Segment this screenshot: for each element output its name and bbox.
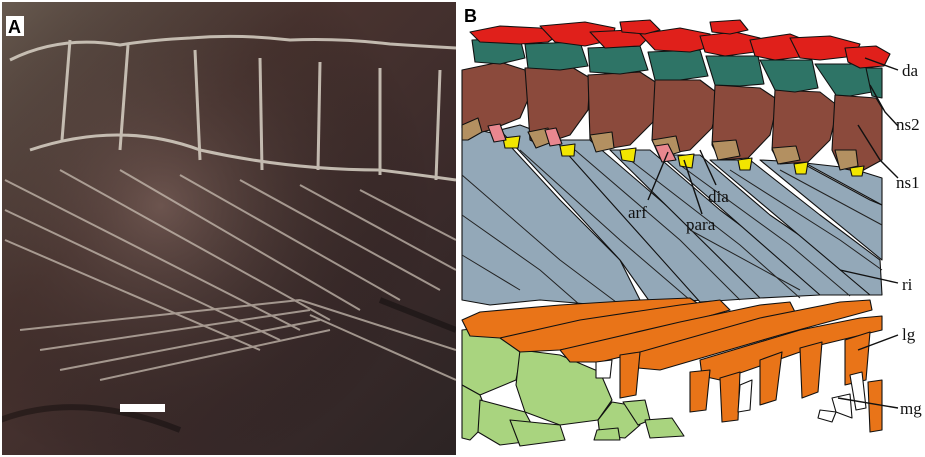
- label-ns1: ns1: [896, 173, 920, 192]
- label-lg: lg: [902, 325, 916, 344]
- label-ns2: ns2: [896, 115, 920, 134]
- label-arf: arf: [628, 203, 647, 222]
- panel-a-letter: A: [8, 17, 21, 37]
- label-ri: ri: [902, 275, 913, 294]
- photo-panel: A: [0, 2, 456, 455]
- label-dia: dia: [708, 187, 729, 206]
- panel-b-letter: B: [464, 6, 477, 26]
- label-mg: mg: [900, 399, 922, 418]
- label-da: da: [902, 61, 919, 80]
- label-para: para: [686, 215, 716, 234]
- schematic-panel: B: [462, 6, 922, 446]
- scale-bar: [120, 404, 165, 412]
